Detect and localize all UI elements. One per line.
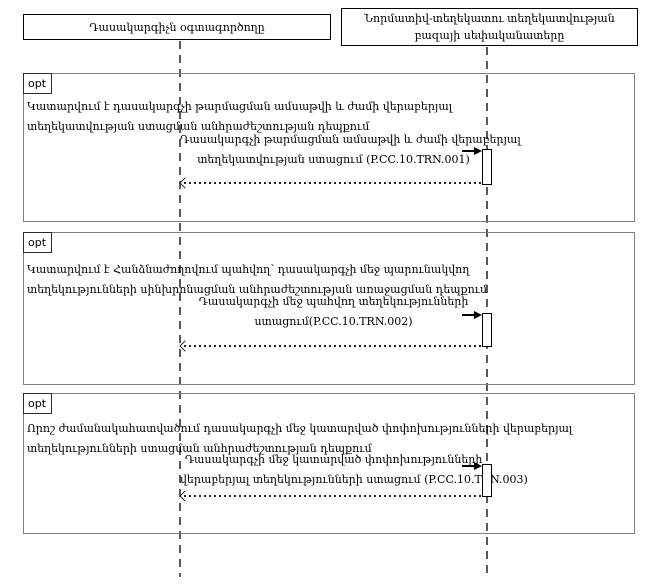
guard-line: տեղեկատվության ստացման անհրաժեշտության դ… xyxy=(27,120,370,133)
message-label-1: Դասակարգչի թարմացման ամսաթվի և ժամի վերա… xyxy=(180,130,521,170)
dotted-line xyxy=(184,182,482,184)
activation-bar-1 xyxy=(482,149,492,185)
guard-line: Կատարվում է Հանձնաժողովում պահվող՝ դասակ… xyxy=(27,263,470,276)
actor-nri-base-owner: Նորմատիվ-տեղեկատու տեղեկատվության բազայի… xyxy=(341,8,638,46)
message-line: տեղեկատվության ստացում (P.CC.10.TRN.001) xyxy=(197,153,470,166)
lifeline-left xyxy=(179,41,181,577)
opt-fragment-3: opt Որոշ ժամանակահատվածում դասակարգչի մե… xyxy=(23,393,635,534)
opt-fragment-2: opt Կատարվում է Հանձնաժողովում պահվող՝ դ… xyxy=(23,232,635,385)
arrow-line xyxy=(462,314,476,316)
opt-operator-label: opt xyxy=(23,232,52,253)
opt-operator-label: opt xyxy=(23,393,52,414)
actor-classifier-user: Դասակարգիչն օգտագործողը xyxy=(23,14,331,40)
guard-line: տեղեկությունների սինխրոնացման անհրաժեշտո… xyxy=(27,283,488,296)
activation-bar-2 xyxy=(482,313,492,347)
actor-label: Դասակարգիչն օգտագործողը xyxy=(89,20,265,34)
guard-condition-3: Որոշ ժամանակահատվածում դասակարգչի մեջ կա… xyxy=(27,419,572,459)
guard-condition-2: Կատարվում է Հանձնաժողովում պահվող՝ դասակ… xyxy=(27,260,487,300)
arrowhead-right-icon xyxy=(474,147,482,155)
message-line: Դասակարգչի մեջ պահվող տեղեկությունների xyxy=(198,295,469,308)
arrowhead-right-icon xyxy=(474,462,482,470)
opt-fragment-1: opt Կատարվում է դասակարգչի թարմացման ամս… xyxy=(23,73,635,222)
arrow-line xyxy=(462,465,476,467)
message-line: Դասակարգչի թարմացման ամսաթվի և ժամի վերա… xyxy=(180,133,521,146)
message-label-2: Դասակարգչի մեջ պահվող տեղեկությունների ս… xyxy=(180,292,487,332)
message-line: Դասակարգչի մեջ կատարված փոփոխությունների xyxy=(184,453,483,466)
arrowhead-right-icon xyxy=(474,311,482,319)
activation-bar-3 xyxy=(482,464,492,497)
message-line: ստացում(P.CC.10.TRN.002) xyxy=(254,315,413,328)
guard-condition-1: Կատարվում է դասակարգչի թարմացման ամսաթվի… xyxy=(27,97,452,137)
guard-line: Որոշ ժամանակահատվածում դասակարգչի մեջ կա… xyxy=(27,422,573,435)
message-label-3: Դասակարգչի մեջ կատարված փոփոխությունների… xyxy=(180,450,528,490)
guard-line: տեղեկությունների ստացման անհրաժեշտության… xyxy=(27,442,372,455)
arrow-line xyxy=(462,150,476,152)
dotted-line xyxy=(184,345,482,347)
actor-label: Նորմատիվ-տեղեկատու տեղեկատվության բազայի… xyxy=(364,12,615,42)
lifeline-right xyxy=(486,47,488,577)
guard-line: Կատարվում է դասակարգչի թարմացման ամսաթվի… xyxy=(27,100,453,113)
opt-operator-label: opt xyxy=(23,73,52,94)
message-line: վերաբերյալ տեղեկությունների ստացում (P.C… xyxy=(180,473,528,486)
dotted-line xyxy=(184,495,482,497)
